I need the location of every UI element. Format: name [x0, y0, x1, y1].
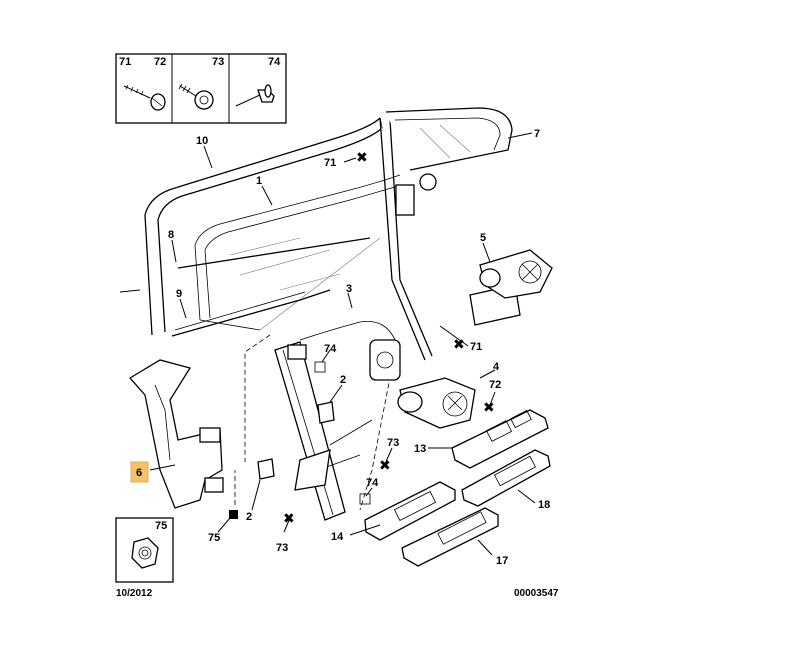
window-motor-4	[397, 377, 476, 429]
callout-2-top: 2	[340, 374, 346, 386]
legend-label-71: 71	[119, 56, 131, 68]
callout-7: 7	[534, 128, 540, 140]
screw-icon	[123, 84, 166, 111]
window-motor-5	[469, 249, 553, 326]
footer-reference: 00003547	[514, 588, 559, 599]
guide-lines	[234, 334, 271, 505]
callout-4: 4	[493, 361, 500, 373]
callout-71-top: 71	[324, 157, 336, 169]
callout-74-bottom: 74	[366, 477, 379, 489]
callout-73-bottom: 73	[276, 542, 288, 554]
callout-5: 5	[480, 232, 486, 244]
switch-panel-17	[401, 507, 499, 567]
legend-label-73: 73	[212, 56, 224, 68]
callout-14: 14	[331, 531, 344, 543]
callout-6: 6	[136, 467, 142, 479]
door-bracket	[128, 359, 224, 509]
fastener-legend-box: 71 72 73 74	[115, 53, 287, 124]
callout-1: 1	[256, 175, 262, 187]
door-window-frame	[119, 107, 513, 361]
square-marker	[229, 510, 238, 519]
footer-date: 10/2012	[116, 588, 153, 599]
legend-label-75: 75	[155, 520, 167, 532]
callout-labels: 10 1 7 71 8 9 3 5 71 4 72 74 2 73 13 74 …	[136, 128, 550, 567]
window-regulator	[274, 321, 401, 521]
cross-markers: ✖ ✖ ✖ ✖ ✖	[229, 150, 495, 527]
legend-label-74: 74	[268, 56, 281, 68]
clip-parts	[257, 401, 335, 480]
switch-panel-18	[461, 449, 551, 507]
nut-legend-box: 75	[115, 517, 174, 583]
svg-text:✖: ✖	[483, 400, 495, 416]
leader-lines	[149, 132, 536, 556]
callout-8: 8	[168, 229, 174, 241]
switch-panel-14	[364, 481, 456, 541]
nut-icon	[131, 537, 159, 569]
rivet-icon	[235, 84, 275, 107]
switch-panel-13	[451, 409, 549, 469]
callout-75: 75	[208, 532, 220, 544]
callout-2-bottom: 2	[246, 511, 252, 523]
svg-text:✖: ✖	[453, 337, 465, 353]
callout-3: 3	[346, 283, 352, 295]
callout-10: 10	[196, 135, 208, 147]
svg-text:✖: ✖	[283, 511, 295, 527]
svg-text:✖: ✖	[379, 458, 391, 474]
callout-9: 9	[176, 288, 182, 300]
callout-73-mid: 73	[387, 437, 399, 449]
callout-72: 72	[489, 379, 501, 391]
svg-text:✖: ✖	[356, 150, 368, 166]
callout-13: 13	[414, 443, 426, 455]
highlight-marker	[130, 461, 149, 483]
callout-17: 17	[496, 555, 508, 567]
bolt-icon	[178, 83, 214, 110]
legend-label-72: 72	[154, 56, 166, 68]
callout-71-right: 71	[470, 341, 482, 353]
callout-18: 18	[538, 499, 550, 511]
callout-74-top: 74	[324, 343, 337, 355]
rivet-markers	[314, 361, 371, 505]
